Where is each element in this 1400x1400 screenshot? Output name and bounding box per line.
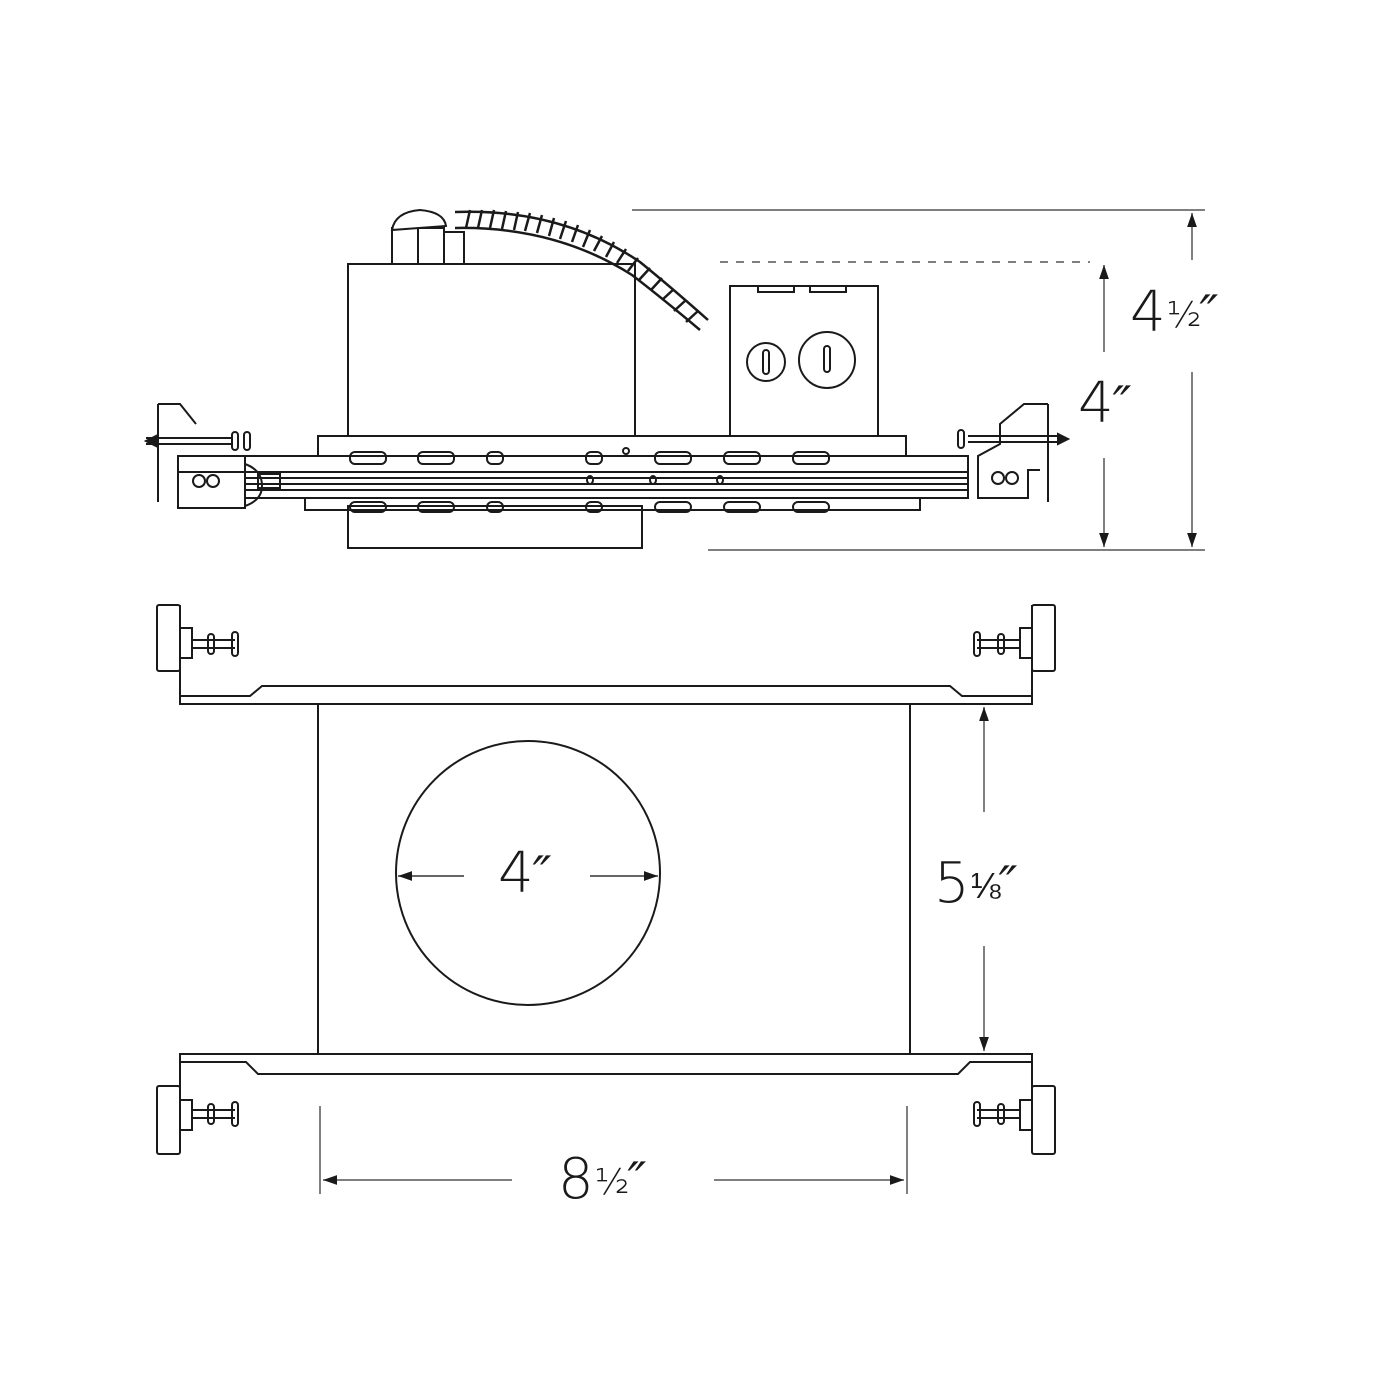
label-inch-mark: ″ (1199, 285, 1219, 343)
junction-box (729, 285, 879, 437)
bar-hanger-clip-top-right (973, 604, 1056, 672)
side-elevation-view (143, 208, 1205, 551)
label-inch-mark: ″ (627, 1152, 647, 1210)
label-whole: 4 (1130, 280, 1166, 345)
label-frame-width: 8½″ (558, 1152, 646, 1208)
bar-hanger-clip-bottom-left (156, 1085, 239, 1155)
label-inch-mark: ″ (532, 846, 552, 904)
label-inch-mark: ″ (998, 856, 1018, 914)
left-hanger-bracket (143, 403, 251, 502)
flexible-conduit (454, 209, 709, 331)
right-hanger-bracket (957, 403, 1071, 502)
aperture-circle (395, 740, 661, 1006)
top-mounting-rail (179, 605, 1033, 705)
dimension-frame-width (319, 1106, 908, 1194)
label-whole: 8 (558, 1147, 594, 1212)
bar-hanger-clip-top-left (156, 604, 239, 672)
top-plan-view (156, 604, 1056, 1194)
dimension-overall-height (632, 209, 1205, 551)
label-frame-depth: 5⅛″ (934, 856, 1017, 912)
label-inch-mark: ″ (1112, 376, 1132, 434)
mounting-pan (177, 435, 969, 513)
label-fraction: ⅛ (970, 866, 1001, 907)
driver-housing (347, 263, 636, 437)
cable-connector (390, 208, 465, 265)
label-whole: 4 (1078, 371, 1114, 436)
lamp-can (347, 505, 643, 549)
knockout-large (798, 331, 856, 389)
housing-body (317, 703, 911, 1055)
dimension-housing-height (720, 261, 1109, 547)
label-aperture-diameter: 4″ (498, 846, 551, 902)
bar-hanger-clip-bottom-right (973, 1085, 1056, 1155)
knockout-small (746, 342, 786, 382)
label-whole: 4 (498, 841, 534, 906)
label-overall-height: 4½″ (1130, 285, 1218, 341)
label-housing-height: 4″ (1078, 376, 1131, 432)
bottom-mounting-rail (179, 1053, 1033, 1150)
label-fraction: ½ (1166, 295, 1202, 336)
label-fraction: ½ (594, 1162, 630, 1203)
label-whole: 5 (934, 851, 970, 916)
